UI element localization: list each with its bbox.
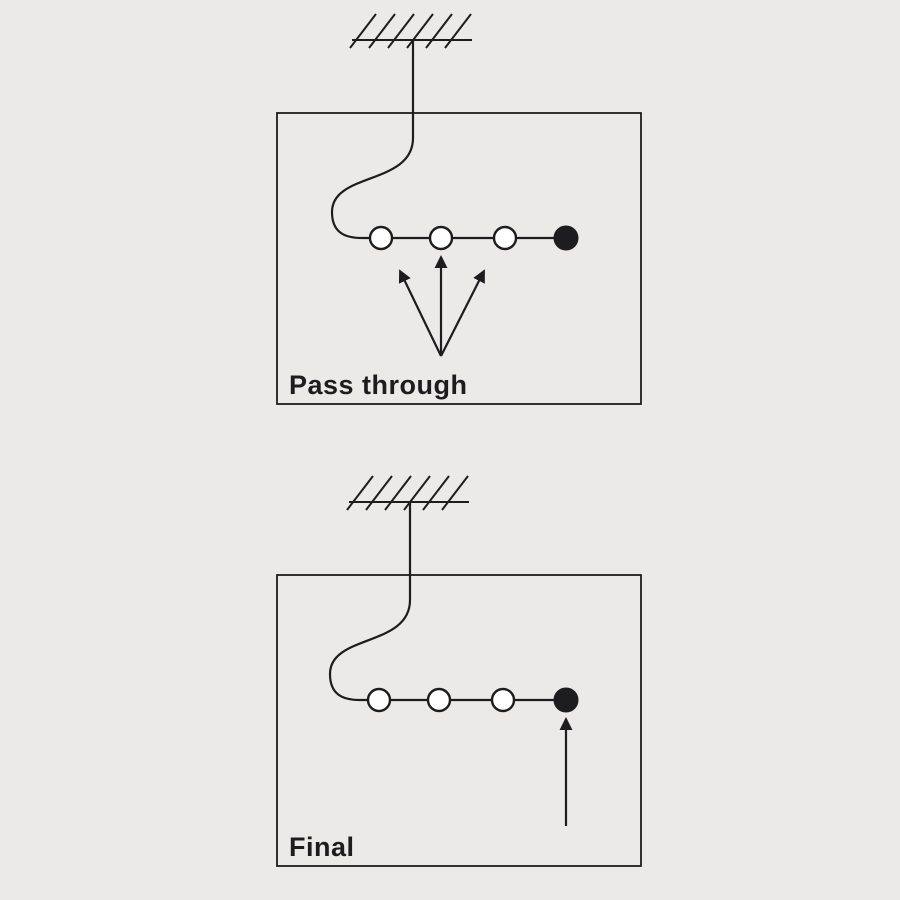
panel-label-pass-through: Pass through: [289, 370, 468, 400]
socket-connector: [368, 225, 394, 251]
pass-through-connectors: [368, 225, 518, 251]
antenna-icon: [349, 13, 472, 49]
panel-pass-through: Pass through: [276, 13, 642, 405]
enclosure-box: [276, 112, 642, 405]
feed-cable: [328, 503, 566, 702]
socket-connector: [426, 687, 452, 713]
socket-connector: [490, 687, 516, 713]
socket-connector: [492, 225, 518, 251]
output-arrows: [398, 255, 485, 357]
antenna-icon: [346, 475, 469, 511]
output-arrow-left: [398, 269, 442, 357]
panel-label-final: Final: [289, 832, 355, 862]
feed-cable: [330, 41, 566, 240]
terminal-connector: [553, 687, 579, 713]
pass-through-connectors: [366, 687, 516, 713]
panel-final: Final: [276, 475, 642, 867]
enclosure-box: [276, 574, 642, 867]
socket-connector: [366, 687, 392, 713]
output-arrow-right: [440, 269, 485, 357]
socket-connector: [428, 225, 454, 251]
terminal-connector: [553, 225, 579, 251]
